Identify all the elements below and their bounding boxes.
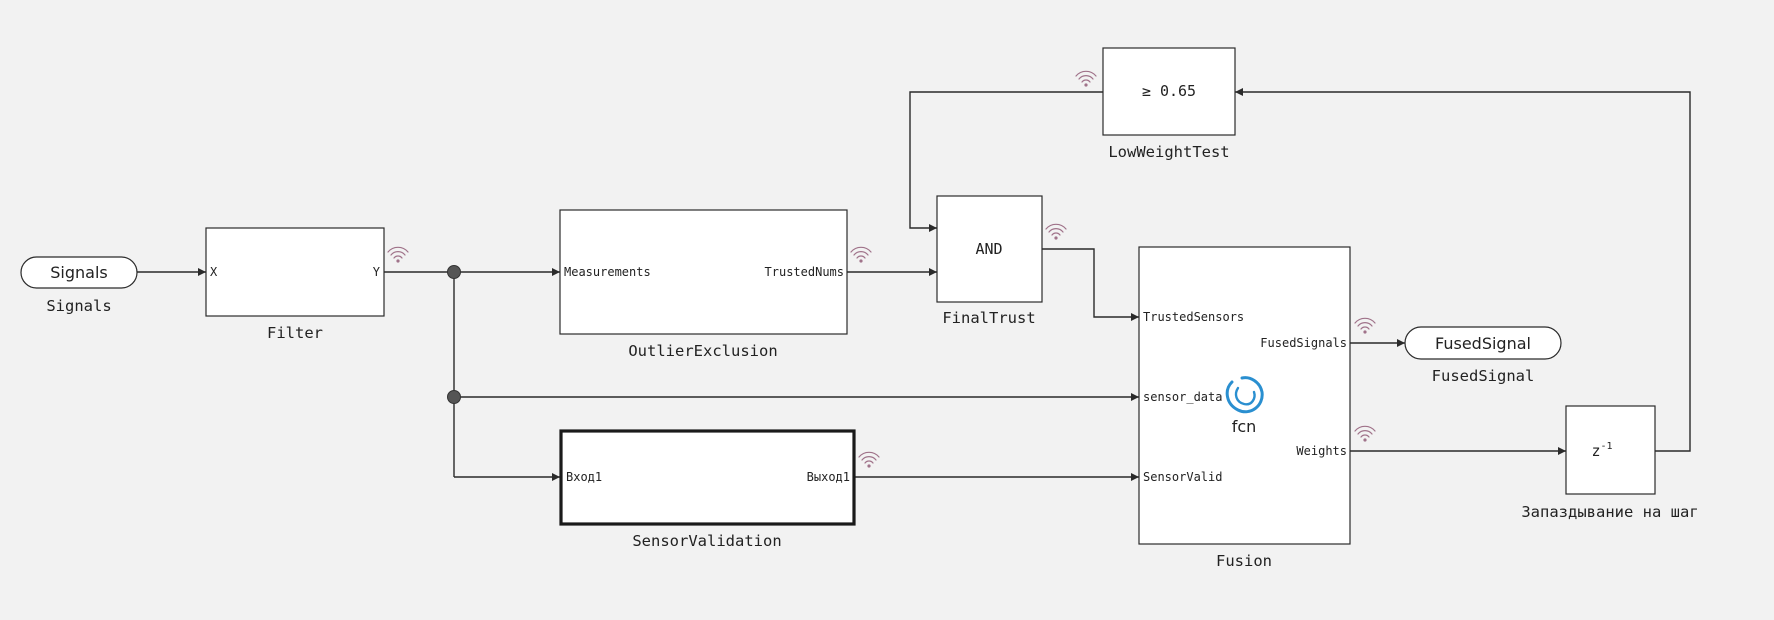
inport-signals[interactable]: Signals Signals	[20, 256, 138, 315]
branch-point-lower[interactable]	[447, 390, 461, 404]
filter-name: Filter	[267, 324, 323, 342]
block-outlier-exclusion[interactable]: Measurements TrustedNums OutlierExclusio…	[559, 209, 848, 360]
block-low-weight-test[interactable]: ≥ 0.65 LowWeightTest	[1102, 47, 1236, 161]
fusion-name: Fusion	[1216, 552, 1272, 570]
block-filter[interactable]: X Y Filter	[205, 227, 385, 342]
low-weight-condition: ≥ 0.65	[1142, 82, 1196, 100]
fusion-in-port-trusted: TrustedSensors	[1143, 310, 1244, 324]
validation-name: SensorValidation	[632, 532, 781, 550]
wire-finaltrust-fusion[interactable]	[1042, 248, 1139, 321]
signal-logging-icon-filter[interactable]	[387, 246, 409, 264]
signal-logging-icon-fused[interactable]	[1354, 317, 1376, 335]
outport-label: FusedSignal	[1435, 334, 1531, 353]
validation-in-port: Вход1	[566, 470, 602, 484]
signal-logging-icon-outlier[interactable]	[850, 246, 872, 264]
delay-base: z	[1591, 442, 1600, 460]
signal-logging-icon-validation[interactable]	[858, 451, 880, 469]
final-trust-name: FinalTrust	[942, 309, 1035, 327]
delay-name: Запаздывание на шаг	[1521, 503, 1698, 521]
outlier-out-port: TrustedNums	[765, 265, 844, 279]
outlier-name: OutlierExclusion	[628, 342, 777, 360]
fusion-in-port-sensordata: sensor_data	[1143, 390, 1222, 404]
matlab-function-icon	[1225, 376, 1264, 414]
block-sensor-validation[interactable]: Вход1 Выход1 SensorValidation	[559, 429, 856, 550]
outlier-in-port: Measurements	[564, 265, 651, 279]
branch-point-upper[interactable]	[447, 265, 461, 279]
wires	[137, 88, 1691, 481]
signal-logging-icon-lowweight[interactable]	[1075, 70, 1097, 88]
signal-logging-icon-finaltrust[interactable]	[1045, 223, 1067, 241]
fusion-in-port-valid: SensorValid	[1143, 470, 1222, 484]
block-fusion[interactable]: TrustedSensors sensor_data SensorValid F…	[1138, 246, 1351, 570]
fusion-icon-label: fcn	[1232, 417, 1257, 436]
validation-out-port: Выход1	[807, 470, 850, 484]
low-weight-name: LowWeightTest	[1108, 143, 1229, 161]
outport-name: FusedSignal	[1432, 367, 1535, 385]
final-trust-operator: AND	[975, 240, 1002, 258]
filter-in-port: X	[210, 265, 218, 279]
fusion-out-port-weights: Weights	[1296, 444, 1347, 458]
fusion-out-port-fused: FusedSignals	[1260, 336, 1347, 350]
wire-delay-lowweight[interactable]	[1235, 88, 1691, 452]
wire-lowweight-finaltrust[interactable]	[909, 91, 1103, 232]
delay-exponent: -1	[1600, 441, 1612, 452]
block-final-trust[interactable]: AND FinalTrust	[936, 195, 1043, 327]
inport-name: Signals	[46, 297, 111, 315]
outport-fused-signal[interactable]: FusedSignal FusedSignal	[1404, 326, 1562, 385]
signal-logging-icon-weights[interactable]	[1354, 425, 1376, 443]
filter-out-port: Y	[373, 265, 381, 279]
block-unit-delay[interactable]: z-1 Запаздывание на шаг	[1521, 405, 1699, 521]
delay-symbol: z-1	[1591, 441, 1612, 460]
inport-label: Signals	[50, 263, 107, 282]
